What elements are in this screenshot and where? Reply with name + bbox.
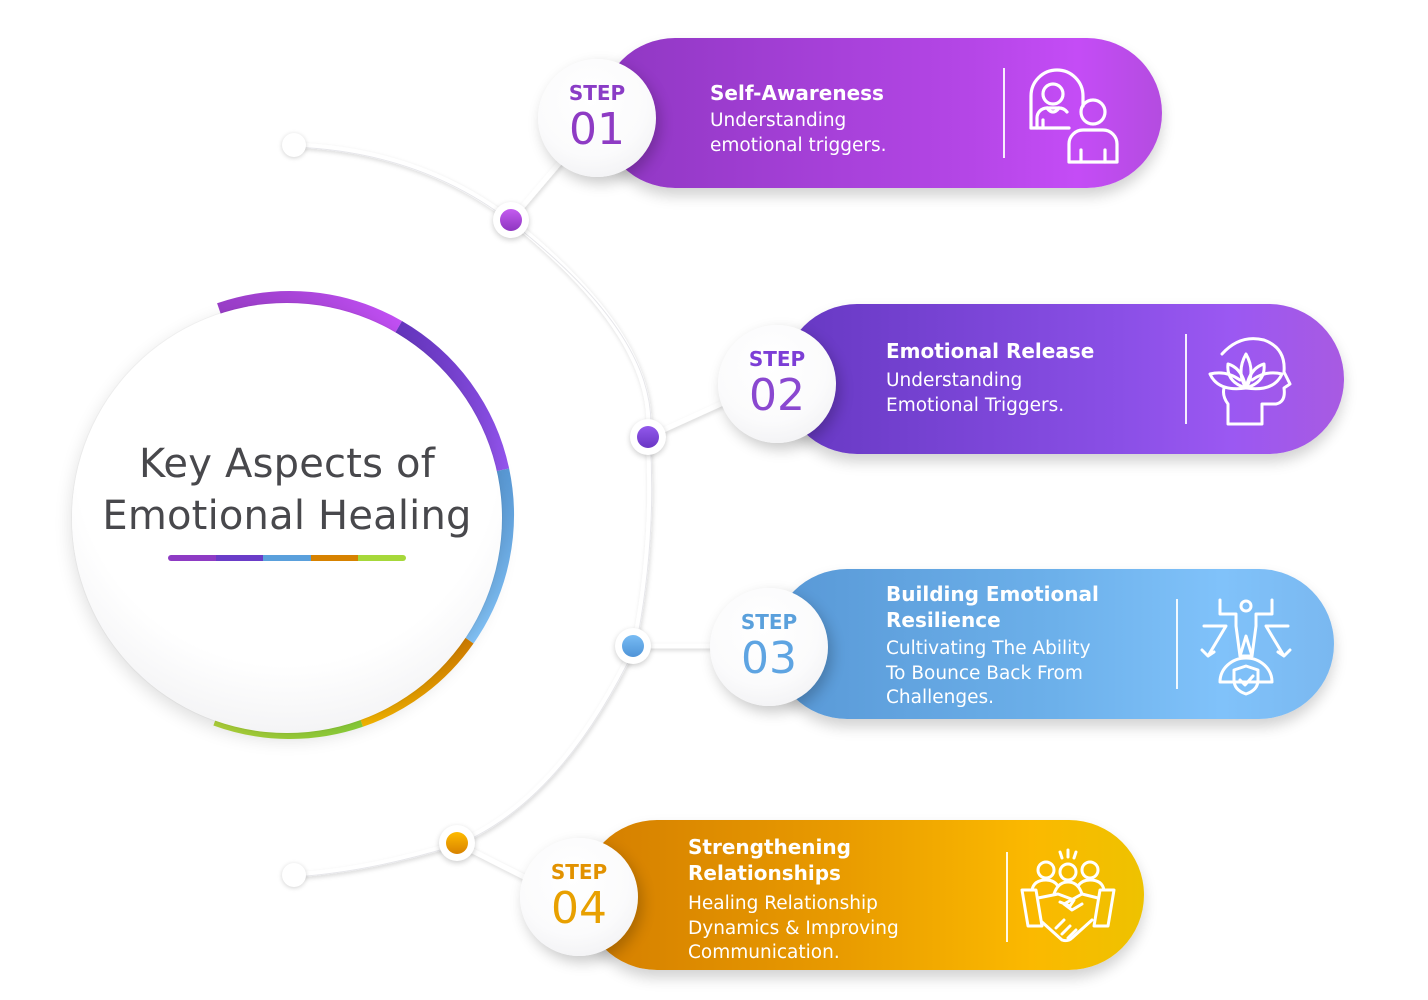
step-02-badge: STEP 02 xyxy=(718,325,836,443)
step-03-badge: STEP 03 xyxy=(710,588,828,706)
arc-start-node xyxy=(282,133,306,157)
step-04-card: Strengthening Relationships Healing Rela… xyxy=(582,820,1144,970)
step-02-card: Emotional Release Understanding Emotiona… xyxy=(782,304,1344,454)
underline-segment xyxy=(168,555,216,561)
step-01-badge: STEP 01 xyxy=(538,59,656,177)
step-02-label: STEP xyxy=(748,347,806,371)
arc-node-step-02 xyxy=(630,419,666,455)
step-03-description: Cultivating The Ability To Bounce Back F… xyxy=(886,638,1091,708)
step-03-card: Building Emotional Resilience Cultivatin… xyxy=(772,569,1334,719)
hub-color-underline xyxy=(168,555,406,561)
hub-circle xyxy=(72,303,502,733)
underline-segment xyxy=(215,555,264,561)
step-04-label: STEP xyxy=(550,860,608,884)
underline-segment xyxy=(263,555,311,561)
arc-end-node xyxy=(282,863,306,887)
step-03-divider xyxy=(1176,599,1178,689)
hub-title: Key Aspects of Emotional Healing xyxy=(72,438,502,542)
ring-segment-purple xyxy=(393,321,510,472)
resilience-shield-person-icon xyxy=(1200,598,1292,696)
ring-segment-violet xyxy=(217,291,402,335)
step-04-divider xyxy=(1006,852,1008,942)
ring-segment-blue xyxy=(460,468,514,644)
step-04-badge: STEP 04 xyxy=(520,838,638,956)
hub-title-line-1: Key Aspects of xyxy=(138,441,436,487)
step-03-label: STEP xyxy=(740,610,798,634)
self-reflection-mirror-icon xyxy=(1029,68,1119,164)
step-03-number: 03 xyxy=(741,633,797,684)
step-02-title: Emotional Release xyxy=(886,339,1095,363)
arc-node-step-04 xyxy=(439,825,475,861)
step-03-title: Building Emotional Resilience xyxy=(886,582,1099,632)
step-01-number: 01 xyxy=(569,104,625,155)
arc-node-step-01 xyxy=(493,202,529,238)
step-01-label: STEP xyxy=(568,81,626,105)
hub-title-line-2: Emotional Healing xyxy=(102,493,472,539)
step-04-title: Strengthening Relationships xyxy=(688,835,851,885)
step-01-description: Understanding emotional triggers. xyxy=(710,110,887,156)
lotus-head-icon xyxy=(1208,337,1292,426)
underline-segment xyxy=(310,555,359,561)
step-01-divider xyxy=(1003,68,1005,158)
arc-node-step-03 xyxy=(615,628,651,664)
step-02-divider xyxy=(1185,334,1187,424)
underline-segment xyxy=(358,555,406,561)
step-04-number: 04 xyxy=(551,883,607,934)
step-01-title: Self-Awareness xyxy=(710,81,884,105)
step-02-number: 02 xyxy=(749,370,805,421)
handshake-group-icon xyxy=(1020,848,1116,943)
step-04-description: Healing Relationship Dynamics & Improvin… xyxy=(688,893,899,963)
step-02-description: Understanding Emotional Triggers. xyxy=(886,370,1065,416)
step-01-card: Self-Awareness Understanding emotional t… xyxy=(600,38,1162,188)
